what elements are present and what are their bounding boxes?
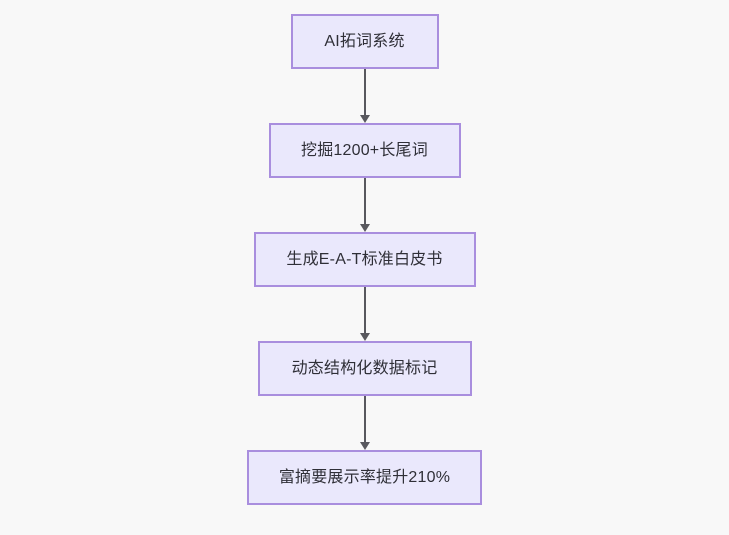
flow-node-eat-whitepaper[interactable]: 生成E-A-T标准白皮书	[253, 232, 476, 287]
flow-node-structured-data-markup[interactable]: 动态结构化数据标记	[257, 341, 472, 396]
down-arrow-icon	[359, 442, 370, 450]
flow-node-ai-keyword-system[interactable]: AI拓词系统	[290, 14, 439, 69]
down-arrow-icon	[359, 333, 370, 341]
down-arrow-icon	[359, 115, 370, 123]
flow-connector-4	[359, 396, 371, 450]
flow-connector-2	[359, 178, 371, 232]
flow-node-label: 挖掘1200+长尾词	[301, 141, 428, 159]
flow-node-label: 动态结构化数据标记	[291, 359, 438, 377]
flow-node-rich-snippet-result[interactable]: 富摘要展示率提升210%	[247, 450, 482, 505]
flow-connector-1	[359, 69, 371, 123]
connector-line	[363, 178, 366, 225]
flow-node-label: 生成E-A-T标准白皮书	[286, 250, 443, 268]
flow-node-longtail-keywords[interactable]: 挖掘1200+长尾词	[268, 123, 461, 178]
connector-line	[363, 396, 366, 443]
flow-connector-3	[359, 287, 371, 341]
down-arrow-icon	[359, 224, 370, 232]
connector-line	[363, 287, 366, 334]
flow-node-label: 富摘要展示率提升210%	[278, 468, 451, 486]
flow-node-label: AI拓词系统	[324, 32, 405, 50]
connector-line	[363, 69, 366, 116]
